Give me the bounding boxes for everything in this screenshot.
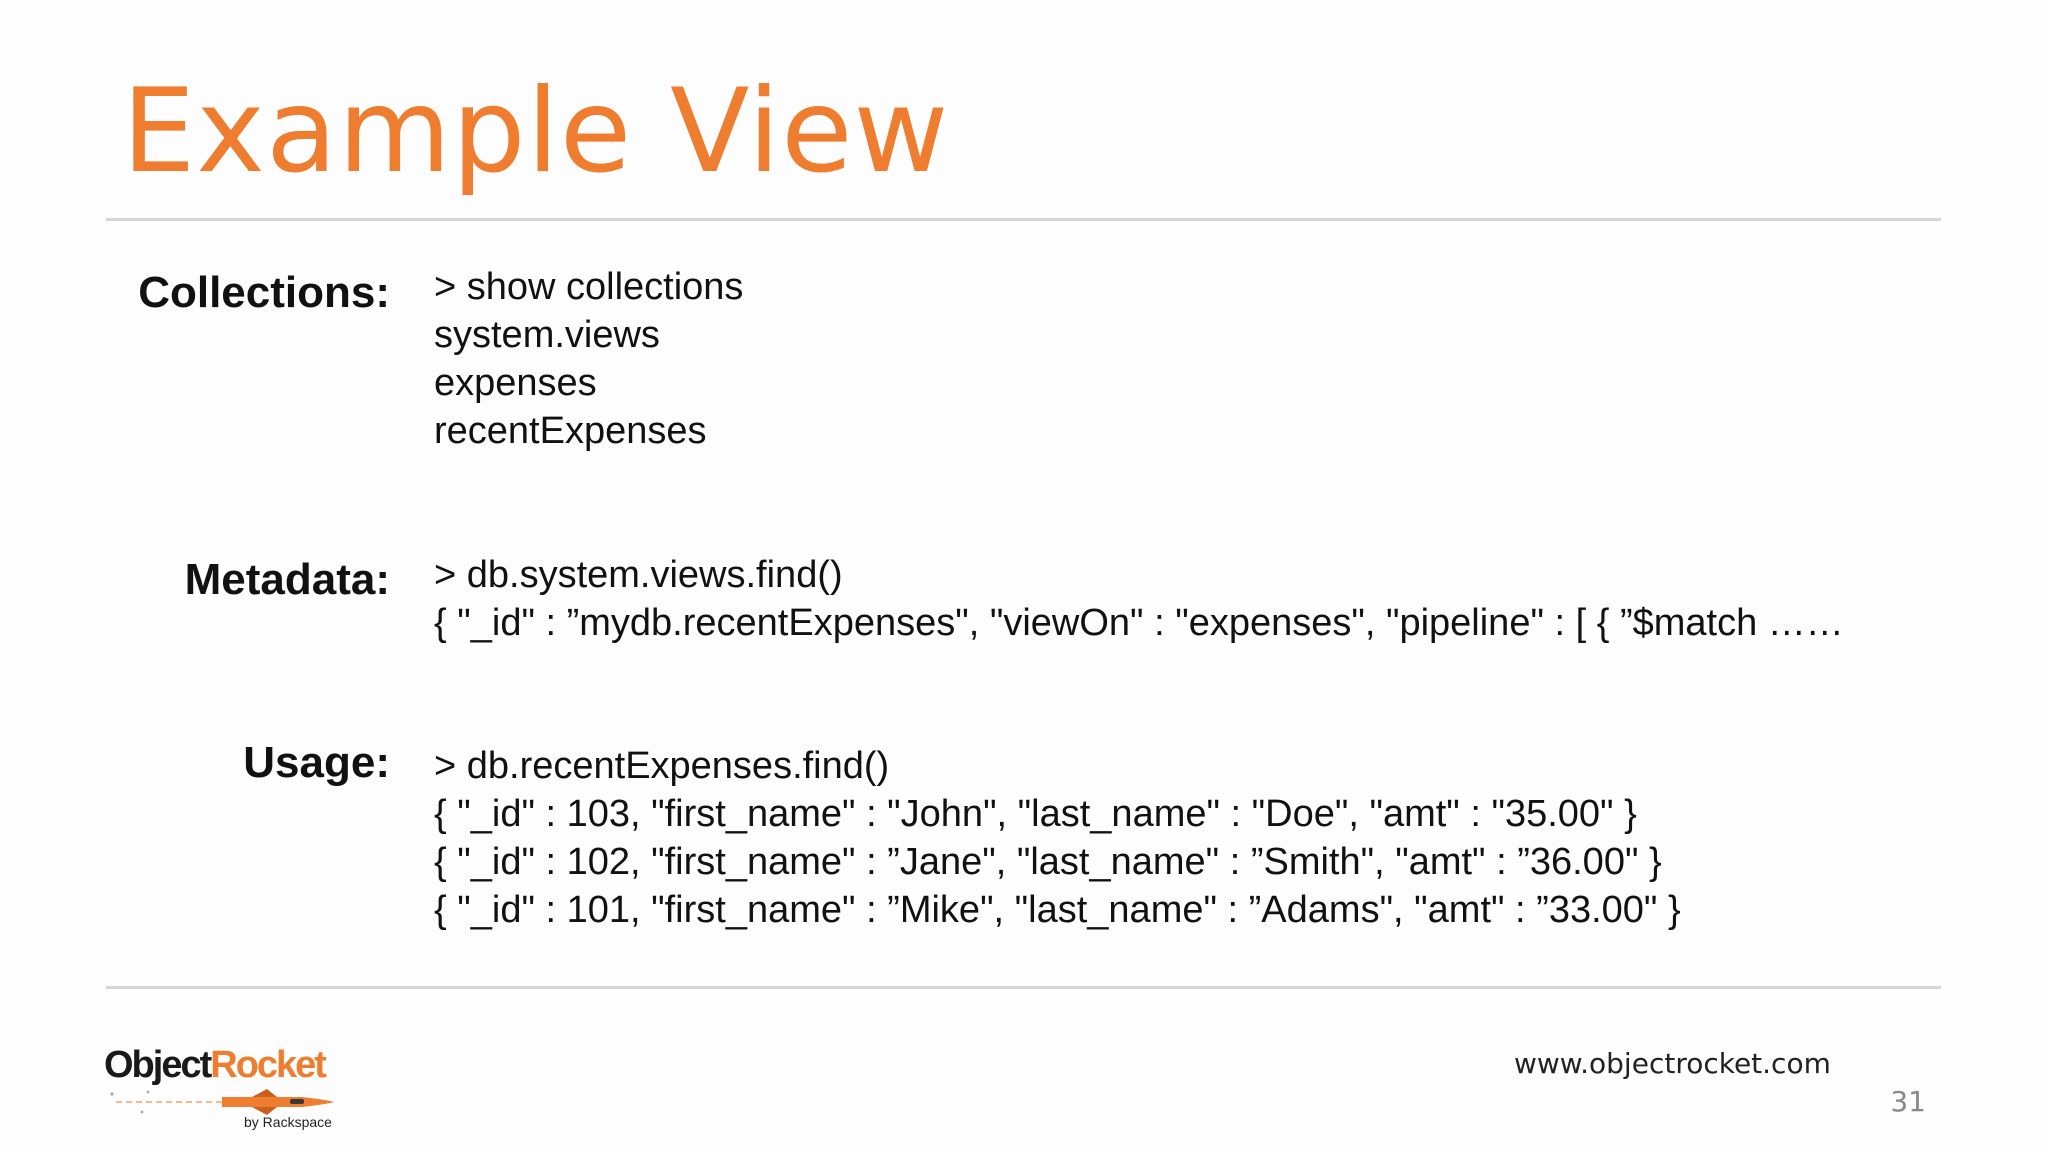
top-divider (106, 218, 1941, 221)
code-line: { "_id" : ”mydb.recentExpenses", "viewOn… (434, 602, 1844, 644)
code-line: { "_id" : 103, "first_name" : "John", "l… (434, 793, 1637, 835)
objectrocket-logo: ObjectRocket by Rackspace (102, 1044, 342, 1134)
logo-wordmark: ObjectRocket (104, 1044, 327, 1087)
usage-label: Usage: (243, 738, 390, 787)
metadata-output: > db.system.views.find() { "_id" : ”mydb… (434, 551, 1844, 647)
page-number: 31 (1890, 1085, 1926, 1118)
code-line: { "_id" : 101, "first_name" : ”Mike", "l… (434, 889, 1681, 931)
logo-word-rocket: Rocket (210, 1044, 327, 1086)
bottom-divider (106, 986, 1941, 989)
usage-output: > db.recentExpenses.find() { "_id" : 103… (434, 742, 1681, 934)
code-line: expenses (434, 362, 597, 404)
rocket-icon (110, 1089, 334, 1115)
code-line: system.views (434, 314, 660, 356)
code-line: > show collections (434, 266, 744, 308)
code-line: > db.recentExpenses.find() (434, 745, 890, 787)
collections-label: Collections: (138, 268, 390, 317)
slide-title: Example View (122, 64, 950, 199)
collections-output: > show collections system.views expenses… (434, 263, 743, 455)
code-line: { "_id" : 102, "first_name" : ”Jane", "l… (434, 841, 1662, 883)
logo-word-object: Object (104, 1044, 212, 1086)
metadata-label: Metadata: (184, 555, 390, 604)
code-line: recentExpenses (434, 410, 707, 452)
code-line: > db.system.views.find() (434, 554, 843, 596)
logo-tagline: by Rackspace (244, 1114, 332, 1130)
website-url: www.objectrocket.com (1514, 1047, 1831, 1080)
